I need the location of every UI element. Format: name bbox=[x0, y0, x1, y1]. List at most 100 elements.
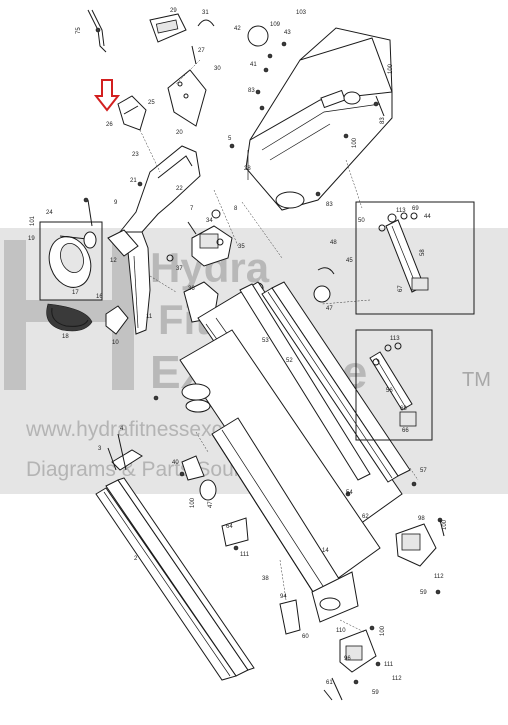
inset-frame-lower bbox=[355, 329, 433, 441]
callout-16: 16 bbox=[96, 294, 103, 300]
inset-box-upper bbox=[355, 201, 475, 315]
callout-19: 19 bbox=[28, 236, 35, 242]
callout-62: 62 bbox=[362, 514, 369, 520]
callout-38: 38 bbox=[262, 576, 269, 582]
callout-50: 50 bbox=[358, 218, 365, 224]
callout-4: 4 bbox=[120, 426, 124, 432]
callout-17: 17 bbox=[72, 290, 79, 296]
callout-96: 96 bbox=[344, 656, 351, 662]
callout-48: 48 bbox=[330, 240, 337, 246]
callout-26: 26 bbox=[106, 122, 113, 128]
callout-45: 45 bbox=[346, 258, 353, 264]
leader-lines bbox=[139, 59, 419, 633]
callout-34: 34 bbox=[206, 218, 213, 224]
callout-111-b: 111 bbox=[384, 662, 394, 668]
callout-23: 23 bbox=[132, 152, 139, 158]
callout-66: 66 bbox=[402, 428, 409, 434]
callout-83-c: 83 bbox=[326, 202, 333, 208]
callout-83: 83 bbox=[248, 88, 255, 94]
callout-59-b: 59 bbox=[372, 690, 379, 696]
deck-and-belt bbox=[179, 281, 411, 623]
callout-47: 47 bbox=[326, 306, 333, 312]
callout-101: 101 bbox=[30, 215, 36, 226]
callout-94: 94 bbox=[280, 594, 287, 600]
callout-53: 53 bbox=[262, 338, 269, 344]
callout-7: 7 bbox=[190, 206, 194, 212]
callout-54: 54 bbox=[346, 490, 353, 496]
callout-109: 109 bbox=[270, 22, 281, 28]
callout-100-b: 100 bbox=[352, 137, 358, 148]
callout-75: 75 bbox=[76, 27, 82, 34]
callout-64: 64 bbox=[226, 524, 233, 530]
callout-100-c: 100 bbox=[190, 497, 196, 508]
callout-98: 98 bbox=[418, 516, 425, 522]
callout-35: 35 bbox=[238, 244, 245, 250]
callout-14: 14 bbox=[322, 548, 329, 554]
callout-37: 37 bbox=[176, 266, 183, 272]
top-small-parts bbox=[87, 9, 269, 131]
callout-40: 40 bbox=[172, 460, 179, 466]
callout-42: 42 bbox=[234, 26, 241, 32]
callout-44: 44 bbox=[424, 214, 431, 220]
callout-100: 100 bbox=[388, 63, 394, 74]
side-rails bbox=[95, 433, 255, 681]
callout-100-e: 100 bbox=[380, 625, 386, 636]
callout-61: 61 bbox=[326, 680, 333, 686]
rear-feet bbox=[181, 455, 437, 701]
callout-83-b: 83 bbox=[380, 117, 386, 124]
callout-31: 31 bbox=[202, 10, 209, 16]
callout-30: 30 bbox=[214, 66, 221, 72]
callout-9: 9 bbox=[114, 200, 118, 206]
watermark-tagline: Diagrams & Parts Sourcing bbox=[26, 458, 279, 481]
callout-3: 3 bbox=[98, 446, 102, 452]
callout-103: 103 bbox=[296, 10, 307, 16]
callout-25: 25 bbox=[148, 100, 155, 106]
callout-10: 10 bbox=[112, 340, 119, 346]
callout-labels: 75 29 31 42 109 103 27 30 43 41 100 83 8… bbox=[28, 8, 448, 696]
callout-20: 20 bbox=[176, 130, 183, 136]
callout-27: 27 bbox=[198, 48, 205, 54]
callout-11: 11 bbox=[146, 314, 153, 320]
red-down-arrow-icon bbox=[93, 79, 121, 112]
motor-hood bbox=[245, 27, 393, 211]
callout-2: 2 bbox=[134, 556, 138, 562]
callout-24: 24 bbox=[46, 210, 53, 216]
motor-pulley-assembly bbox=[39, 221, 129, 335]
callout-41: 41 bbox=[250, 62, 257, 68]
parts-linework bbox=[39, 9, 475, 701]
callout-43: 43 bbox=[284, 30, 291, 36]
callout-12: 12 bbox=[110, 258, 117, 264]
watermark-trademark: TM bbox=[462, 369, 491, 391]
callout-111: 111 bbox=[240, 552, 250, 558]
callout-57: 57 bbox=[420, 468, 427, 474]
callout-112: 112 bbox=[434, 574, 444, 580]
fasteners bbox=[83, 41, 445, 685]
callout-28: 28 bbox=[244, 166, 251, 172]
callout-47-b: 47 bbox=[208, 501, 214, 508]
inset-frame-upper bbox=[355, 201, 475, 315]
inset-box-lower bbox=[355, 329, 433, 441]
callout-67: 67 bbox=[398, 285, 404, 292]
callout-52: 52 bbox=[286, 358, 293, 364]
callout-100-d: 100 bbox=[442, 519, 448, 530]
callout-110: 110 bbox=[336, 628, 346, 634]
callout-36: 36 bbox=[188, 286, 195, 292]
callout-8: 8 bbox=[234, 206, 238, 212]
highlight-arrow bbox=[93, 79, 121, 112]
callout-56: 56 bbox=[386, 388, 393, 394]
callout-113-b: 113 bbox=[390, 336, 400, 342]
callout-29: 29 bbox=[170, 8, 177, 14]
callout-58: 58 bbox=[420, 249, 426, 256]
callout-21: 21 bbox=[130, 178, 137, 184]
callout-5: 5 bbox=[228, 136, 232, 142]
callout-18: 18 bbox=[62, 334, 69, 340]
callout-22: 22 bbox=[176, 186, 183, 192]
watermark-logo-h-left bbox=[4, 240, 26, 390]
upright-frame bbox=[107, 145, 201, 335]
callout-69: 69 bbox=[412, 206, 419, 212]
callout-68: 68 bbox=[400, 406, 407, 412]
callout-59: 59 bbox=[420, 590, 427, 596]
callout-60: 60 bbox=[302, 634, 309, 640]
